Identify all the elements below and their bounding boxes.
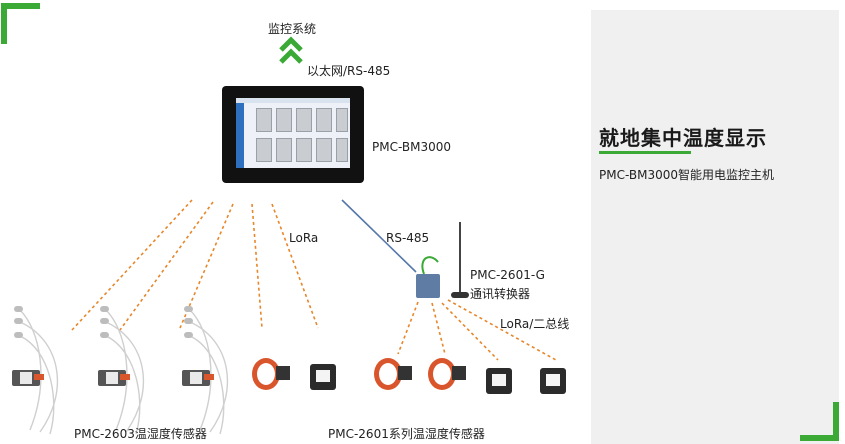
lora-label: LoRa: [289, 231, 319, 245]
monitor-system-label: 监控系统: [268, 22, 317, 36]
rs485-label: RS-485: [386, 231, 430, 245]
lora-bus-label: LoRa/二总线: [500, 317, 570, 331]
cabinet-tile: [336, 108, 348, 132]
sensor-2601-box: [540, 368, 566, 394]
sensor-2603-label: PMC-2603温湿度传感器: [74, 427, 207, 441]
ring-sensor-module: [452, 366, 466, 380]
cabinet-tile: [276, 108, 292, 132]
sensor-2601-box: [310, 364, 336, 390]
cabinet-tile: [256, 138, 272, 162]
rs485-link: [341, 199, 417, 273]
sensor-face: [20, 372, 32, 384]
sensor-probe-icon: [14, 306, 23, 312]
ethernet-rs485-label: 以太网/RS-485: [307, 64, 391, 78]
host-screen: [236, 98, 350, 168]
sensor-strip: [204, 374, 214, 380]
cabinet-tile: [256, 108, 272, 132]
sensor-probe-icon: [100, 332, 109, 338]
title-underline: [599, 151, 691, 154]
panel-subtitle: PMC-BM3000智能用电监控主机: [599, 168, 774, 182]
sensor-probe-icon: [100, 318, 109, 324]
bus-links: [397, 299, 557, 361]
lora-links: [71, 199, 319, 331]
sensor-2601-label: PMC-2601系列温湿度传感器: [328, 427, 485, 441]
cabinet-tile: [296, 138, 312, 162]
cabinet-tile: [316, 138, 332, 162]
info-panel: 就地集中温度显示 PMC-BM3000智能用电监控主机: [591, 10, 839, 444]
ring-sensor-module: [398, 366, 412, 380]
sensor-face: [190, 372, 202, 384]
corner-top-left: [1, 3, 40, 44]
cabinet-tile: [276, 138, 292, 162]
sensor-strip: [120, 374, 130, 380]
screen-header: [236, 98, 350, 103]
sensor-2601-box: [486, 368, 512, 394]
antenna-icon: [459, 222, 461, 296]
sensor-probe-icon: [184, 332, 193, 338]
panel-title: 就地集中温度显示: [599, 126, 767, 150]
gateway-cable: [421, 256, 439, 275]
corner-bottom-right: [800, 402, 839, 441]
ring-sensor-module: [276, 366, 290, 380]
uplink-arrow-icon: [279, 36, 303, 64]
host-display: [222, 86, 364, 183]
sensor-strip: [34, 374, 44, 380]
sensor-probe-icon: [184, 318, 193, 324]
antenna-base: [451, 292, 469, 298]
sensor-face: [106, 372, 118, 384]
cabinet-tile: [316, 108, 332, 132]
sensor-probe-icon: [184, 306, 193, 312]
gateway-name-label: 通讯转换器: [470, 287, 531, 301]
sensor-probe-icon: [14, 318, 23, 324]
host-model-label: PMC-BM3000: [372, 140, 451, 154]
gateway-device: [416, 274, 440, 298]
cabinet-tile: [296, 108, 312, 132]
gateway-model-label: PMC-2601-G: [470, 268, 545, 282]
cabinet-tile: [336, 138, 348, 162]
sensor-probe-icon: [14, 332, 23, 338]
sensor-probe-icon: [100, 306, 109, 312]
sensor-wires: [19, 309, 229, 435]
screen-sidebar: [236, 103, 244, 168]
